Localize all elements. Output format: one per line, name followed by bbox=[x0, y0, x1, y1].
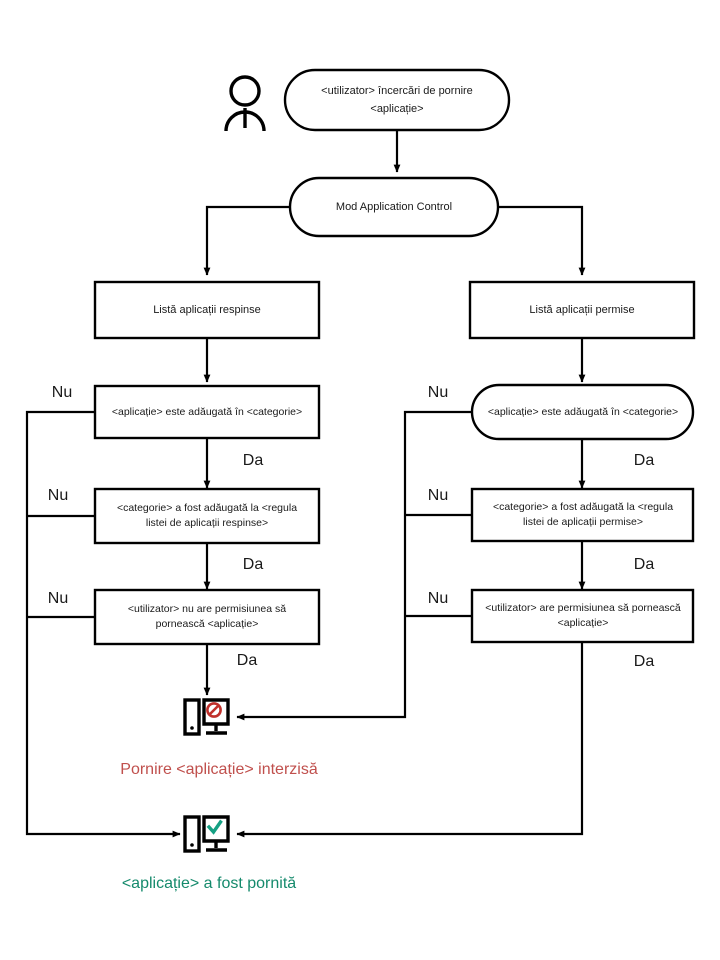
edge-label-left-no-3: Nu bbox=[48, 590, 68, 607]
node-allowed-permission-line2: <aplicație> bbox=[558, 617, 609, 629]
edge-allowed-permission-to-started bbox=[236, 642, 584, 838]
node-start: <utilizator> încercări de pornire <aplic… bbox=[283, 68, 511, 132]
node-allowed-rule: <categorie> a fost adăugată la <regula l… bbox=[470, 487, 695, 543]
node-denied-list-label: Listă aplicații respinse bbox=[153, 304, 261, 316]
edge-mode-to-allowed-list bbox=[498, 205, 586, 276]
node-denied-rule: <categorie> a fost adăugată la <regula l… bbox=[93, 487, 321, 545]
edge-label-left-yes-2: Da bbox=[243, 556, 264, 573]
edge-label-right-no-2: Nu bbox=[428, 487, 448, 504]
node-denied-in-category: <aplicație> este adăugată în <categorie> bbox=[93, 384, 321, 440]
edge-label-right-no-1: Nu bbox=[428, 384, 448, 401]
edge-label-left-yes-1: Da bbox=[243, 452, 264, 469]
edge-right-no-bus bbox=[236, 410, 472, 721]
node-denied-permission-line1: <utilizator> nu are permisiunea să bbox=[128, 603, 286, 615]
edge-label-right-yes-1: Da bbox=[634, 452, 655, 469]
node-allowed-rule-line2: listei de aplicații permise> bbox=[523, 516, 643, 528]
node-denied-permission: <utilizator> nu are permisiunea să porne… bbox=[93, 588, 321, 646]
node-allowed-rule-line1: <categorie> a fost adăugată la <regula bbox=[493, 501, 673, 513]
node-mode-label: Mod Application Control bbox=[336, 201, 452, 213]
node-allowed-in-category: <aplicație> este adăugată în <categorie> bbox=[470, 383, 695, 441]
node-denied-rule-line2: listei de aplicații respinse> bbox=[146, 517, 268, 529]
node-denied-rule-line1: <categorie> a fost adăugată la <regula bbox=[117, 502, 297, 514]
node-mode: Mod Application Control bbox=[288, 176, 500, 238]
node-denied-permission-line2: pornească <aplicație> bbox=[156, 618, 259, 630]
edge-label-left-no-2: Nu bbox=[48, 487, 68, 504]
outcome-denied-label: Pornire <aplicație> interzisă bbox=[120, 761, 318, 778]
node-start-line1: <utilizator> încercări de pornire bbox=[321, 85, 473, 97]
node-start-line2: <aplicație> bbox=[370, 103, 423, 115]
edge-label-right-yes-3: Da bbox=[634, 653, 655, 670]
user-person-icon bbox=[224, 75, 266, 132]
node-allowed-list-label: Listă aplicații permise bbox=[529, 304, 634, 316]
computer-check-icon bbox=[183, 815, 230, 853]
edge-label-right-yes-2: Da bbox=[634, 556, 655, 573]
edge-label-right-no-3: Nu bbox=[428, 590, 448, 607]
edge-label-left-no-1: Nu bbox=[52, 384, 72, 401]
node-allowed-permission: <utilizator> are permisiunea să porneasc… bbox=[470, 588, 695, 644]
node-allowed-list: Listă aplicații permise bbox=[468, 280, 696, 340]
node-allowed-in-category-label: <aplicație> este adăugată în <categorie> bbox=[488, 406, 678, 418]
edge-label-left-yes-3: Da bbox=[237, 652, 258, 669]
node-allowed-permission-line1: <utilizator> are permisiunea să porneasc… bbox=[485, 602, 681, 614]
outcome-allowed-label: <aplicație> a fost pornită bbox=[122, 875, 296, 892]
edge-left-no-bus bbox=[25, 410, 181, 838]
node-denied-list: Listă aplicații respinse bbox=[93, 280, 321, 340]
edge-mode-to-denied-list bbox=[203, 205, 290, 276]
node-denied-in-category-label: <aplicație> este adăugată în <categorie> bbox=[112, 406, 302, 418]
computer-blocked-icon bbox=[183, 698, 230, 736]
